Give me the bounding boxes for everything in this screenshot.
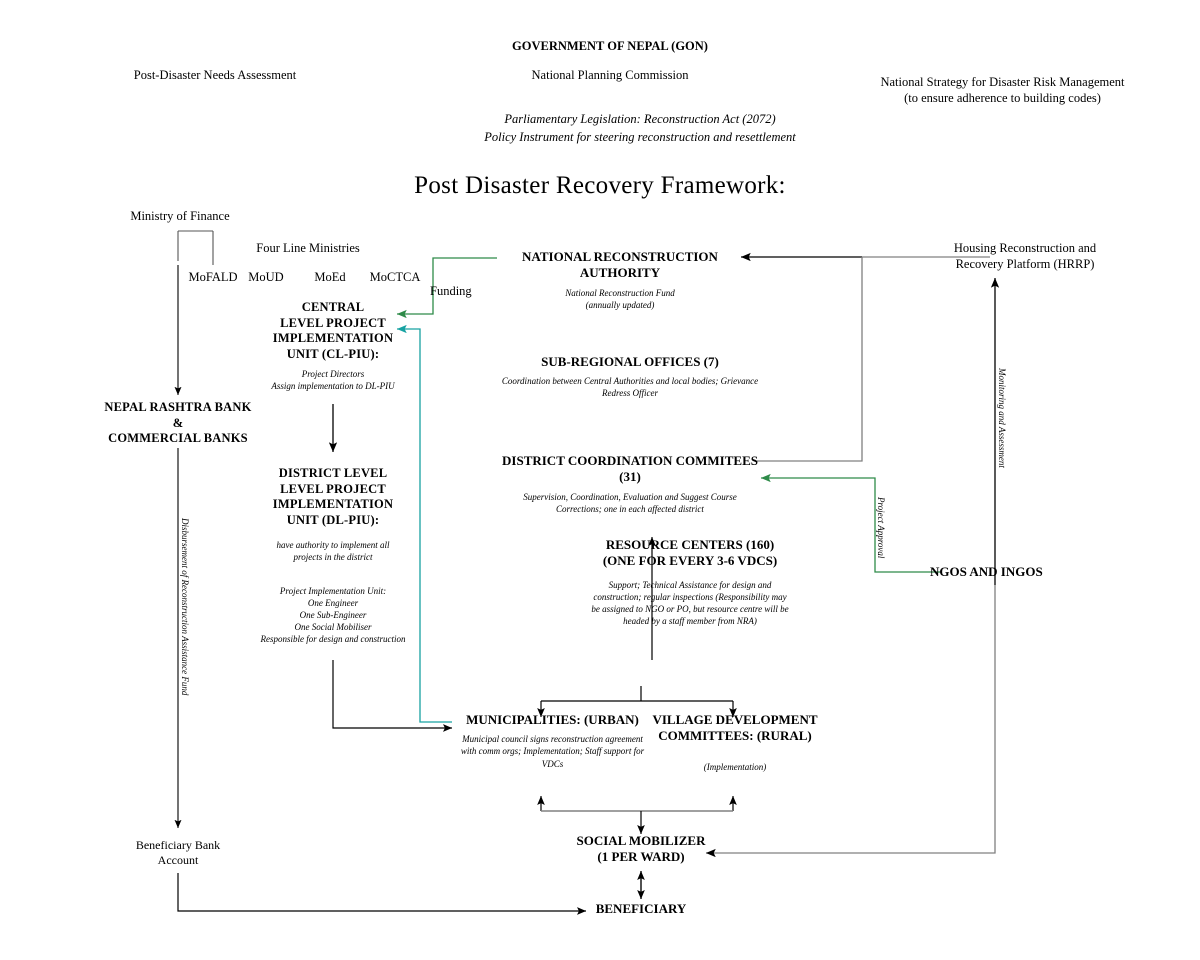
dl-piu-piu-line-1: Project Implementation Unit: xyxy=(279,585,387,596)
sro-title: SUB-REGIONAL OFFICES (7) xyxy=(541,354,719,369)
cl-piu-sub-line-2: Assign implementation to DL-PIU xyxy=(271,380,395,391)
header-gon: GOVERNMENT OF NEPAL (GON) xyxy=(430,39,790,55)
node-dl-piu: DISTRICT LEVEL LEVEL PROJECT IMPLEMENTAT… xyxy=(248,466,418,645)
dl-piu-piu-line-3: One Sub-Engineer xyxy=(299,610,367,621)
npc-label: National Planning Commission xyxy=(531,68,689,82)
nsdrm-line-2: (to ensure adherence to building codes) xyxy=(904,90,1101,105)
cl-piu-title-line-4: UNIT (CL-PIU): xyxy=(286,346,380,361)
dl-piu-piu-line-2: One Engineer xyxy=(307,597,359,608)
hrrp-line-2: Recovery Platform (HRRP) xyxy=(955,256,1095,271)
rc-sub-line-4: headed by a staff member from NRA) xyxy=(623,615,757,626)
ministry-label: MoCTCA xyxy=(369,270,421,284)
dl-piu-piu-line-4: One Social Mobiliser xyxy=(294,622,372,633)
social-mobilizer-line-1: SOCIAL MOBILIZER xyxy=(576,833,706,848)
nra-title-line-2: AUTHORITY xyxy=(579,265,661,281)
cl-piu-title-line-1: CENTRAL xyxy=(301,300,365,314)
cl-piu-title-line-3: IMPLEMENTATION xyxy=(272,331,394,346)
nrb-line-3: COMMERCIAL BANKS xyxy=(108,431,248,446)
nrb-line-2: & xyxy=(172,415,184,430)
node-nepal-rashtra-bank: NEPAL RASHTRA BANK & COMMERCIAL BANKS xyxy=(88,400,268,447)
municipalities-title: MUNICIPALITIES: (URBAN) xyxy=(466,712,639,727)
pdna-label: Post-Disaster Needs Assessment xyxy=(133,68,297,82)
cl-piu-sub-line-1: Project Directors xyxy=(301,368,365,379)
sro-sub-line-1: Coordination between Central Authorities… xyxy=(501,376,759,387)
vdc-sub-line-1: (Implementation) xyxy=(703,761,767,772)
bba-line-1: Beneficiary Bank xyxy=(135,838,221,852)
node-nra: NATIONAL RECONSTRUCTION AUTHORITY Nation… xyxy=(510,249,730,311)
rc-title-line-1: RESOURCE CENTERS (160) xyxy=(605,537,775,552)
edge-label-disbursement: Disbursement of Reconstruction Assistanc… xyxy=(180,518,190,696)
node-vdc: VILLAGE DEVELOPMENT COMMITTEES: (RURAL) … xyxy=(640,712,830,773)
node-funding-label: Funding xyxy=(430,284,530,300)
edge-label-monitoring: Monitoring and Assessment xyxy=(997,368,1007,468)
node-ministry-moctca: MoCTCA xyxy=(360,270,430,286)
ministry-label: MoFALD xyxy=(188,270,238,284)
dl-piu-title-line-2: LEVEL PROJECT xyxy=(280,481,386,496)
rc-sub-line-3: be assigned to NGO or PO, but resource c… xyxy=(591,603,789,614)
vdc-title-line-1: VILLAGE DEVELOPMENT xyxy=(652,712,818,727)
dl-piu-piu-line-5: Responsible for design and construction xyxy=(260,634,406,645)
dcc-title-line-1: DISTRICT COORDINATION COMMITEES xyxy=(502,453,758,468)
vdc-title-line-2: COMMITTEES: (RURAL) xyxy=(658,728,812,744)
bba-line-2: Account xyxy=(157,853,199,867)
nra-sub-line-1: National Reconstruction Fund xyxy=(565,287,675,298)
dl-piu-title-line-3: IMPLEMENTATION xyxy=(272,497,394,512)
rc-title-line-2: (ONE FOR EVERY 3-6 VDCS) xyxy=(602,553,778,569)
node-social-mobilizer: SOCIAL MOBILIZER (1 PER WARD) xyxy=(551,833,731,866)
node-four-line-ministries: Four Line Ministries xyxy=(215,241,401,257)
header-npc: National Planning Commission xyxy=(430,68,790,84)
dl-piu-title-line-1: DISTRICT LEVEL xyxy=(278,466,388,480)
legislation-line-1: Parliamentary Legislation: Reconstructio… xyxy=(504,112,776,126)
node-ministry-of-finance: Ministry of Finance xyxy=(90,209,270,225)
nsdrm-line-1: National Strategy for Disaster Risk Mana… xyxy=(880,75,1125,89)
node-hrrp: Housing Reconstruction and Recovery Plat… xyxy=(900,241,1150,272)
node-ministry-moud: MoUD xyxy=(236,270,296,286)
beneficiary-label: BENEFICIARY xyxy=(595,901,687,916)
node-dcc: DISTRICT COORDINATION COMMITEES (31) Sup… xyxy=(490,453,770,515)
ministry-label: MoEd xyxy=(314,270,346,284)
rc-sub-line-2: construction; regular inspections (Respo… xyxy=(593,591,787,602)
ngos-ingos-label: NGOS AND INGOS xyxy=(930,564,1043,579)
dcc-title-line-2: (31) xyxy=(619,469,641,485)
legislation-line-2: Policy Instrument for steering reconstru… xyxy=(484,130,796,145)
page-title: Post Disaster Recovery Framework: xyxy=(414,172,786,199)
nrb-line-1: NEPAL RASHTRA BANK xyxy=(104,400,252,414)
node-municipalities: MUNICIPALITIES: (URBAN) Municipal counci… xyxy=(455,712,650,770)
edge-label-project-approval: Project Approval xyxy=(876,497,886,559)
node-cl-piu: CENTRAL LEVEL PROJECT IMPLEMENTATION UNI… xyxy=(253,300,413,392)
dcc-sub-line-2: Corrections; one in each affected distri… xyxy=(556,503,704,514)
node-ministry-mofald: MoFALD xyxy=(178,270,248,286)
dl-piu-title-line-4: UNIT (DL-PIU): xyxy=(286,512,380,527)
header-legislation: Parliamentary Legislation: Reconstructio… xyxy=(420,110,860,146)
nra-sub-line-2: (annually updated) xyxy=(585,299,655,310)
nra-title-line-1: NATIONAL RECONSTRUCTION xyxy=(522,249,718,264)
municipalities-sub-line-1: Municipal council signs reconstruction a… xyxy=(462,734,643,745)
four-line-ministries-label: Four Line Ministries xyxy=(256,241,360,255)
dcc-sub-line-1: Supervision, Coordination, Evaluation an… xyxy=(523,491,737,502)
node-ngos-ingos: NGOS AND INGOS xyxy=(930,564,1110,580)
gon-label: GOVERNMENT OF NEPAL (GON) xyxy=(512,39,708,53)
social-mobilizer-line-2: (1 PER WARD) xyxy=(597,849,685,865)
dl-piu-sub-line-2: projects in the district xyxy=(293,551,373,562)
header-pdna: Post-Disaster Needs Assessment xyxy=(85,68,345,84)
ministry-label: MoUD xyxy=(248,270,284,284)
node-beneficiary-bank-account: Beneficiary Bank Account xyxy=(98,838,258,868)
rc-sub-line-1: Support; Technical Assistance for design… xyxy=(608,579,772,590)
dl-piu-sub-line-1: have authority to implement all xyxy=(276,539,390,550)
sro-sub-line-2: Redress Officer xyxy=(602,388,658,399)
funding-label: Funding xyxy=(430,284,472,298)
node-beneficiary: BENEFICIARY xyxy=(551,901,731,917)
node-sub-regional-offices: SUB-REGIONAL OFFICES (7) Coordination be… xyxy=(480,354,780,400)
node-ministry-moed: MoEd xyxy=(300,270,360,286)
hrrp-line-1: Housing Reconstruction and xyxy=(953,241,1097,255)
municipalities-sub-line-2: with comm orgs; Implementation; Staff su… xyxy=(460,746,645,757)
cl-piu-title-line-2: LEVEL PROJECT xyxy=(280,315,386,330)
ministry-of-finance-label: Ministry of Finance xyxy=(130,209,230,223)
header-nsdrm: National Strategy for Disaster Risk Mana… xyxy=(865,75,1140,106)
municipalities-sub-line-3: VDCs xyxy=(541,758,564,769)
node-resource-centers: RESOURCE CENTERS (160) (ONE FOR EVERY 3-… xyxy=(565,537,815,627)
